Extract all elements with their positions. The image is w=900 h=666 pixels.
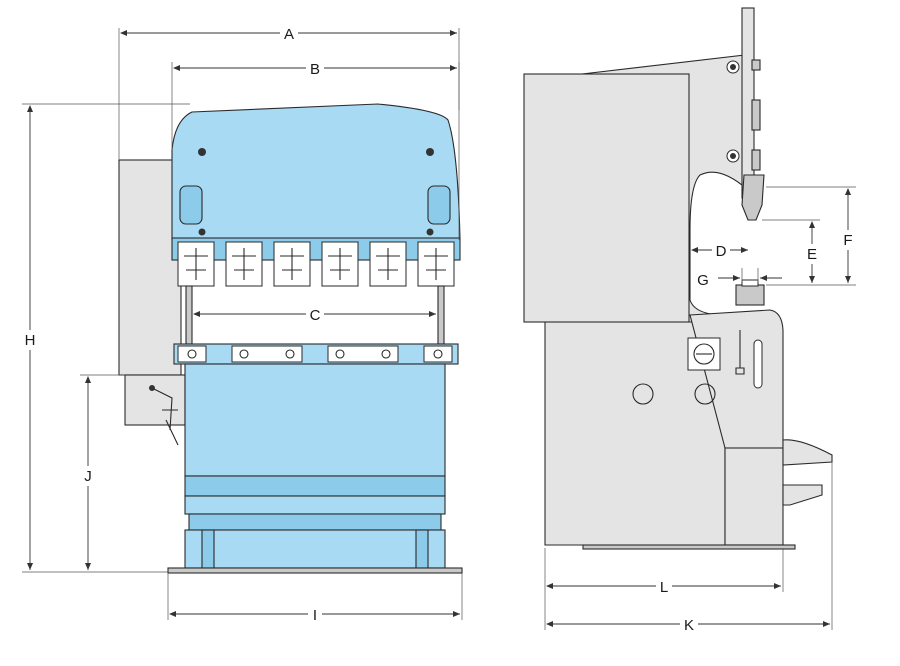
upper-tool-clamps	[177, 241, 455, 287]
leg-right	[415, 529, 429, 569]
dim-label-c: C	[310, 307, 321, 324]
access-port	[694, 383, 716, 405]
upper-tool	[741, 174, 765, 221]
pedal-lever	[782, 484, 823, 506]
lower-die	[735, 284, 765, 306]
dim-label-l: L	[660, 579, 668, 596]
crank-handle	[753, 339, 763, 389]
dim-label-f: F	[843, 232, 852, 249]
ram-bracket	[751, 99, 761, 131]
rear-housing	[724, 447, 784, 546]
dim-label-e: E	[807, 246, 817, 263]
dim-label-a: A	[284, 26, 294, 43]
beam-handle-right	[427, 185, 451, 225]
beam-bolt	[198, 228, 206, 236]
lever-knob	[149, 385, 155, 391]
control-dial	[693, 343, 715, 365]
dim-label-g: G	[697, 272, 709, 289]
tool-clamp	[321, 241, 359, 287]
beam-bolt	[426, 228, 434, 236]
side-housing-lower	[124, 374, 186, 426]
tool-clamp	[417, 241, 455, 287]
lower-frame-plate	[184, 495, 446, 515]
crossbar	[188, 513, 442, 531]
dim-label-k: K	[684, 617, 694, 634]
lower-frame-bottom	[184, 529, 446, 569]
access-port	[632, 383, 654, 405]
leg-left	[201, 529, 215, 569]
tool-clamp	[273, 241, 311, 287]
foot-pedal	[782, 439, 833, 466]
dim-label-h: H	[25, 332, 36, 349]
beam-bolt	[426, 148, 434, 156]
tool-clamp	[225, 241, 263, 287]
upper-beam	[171, 103, 461, 241]
tool-clamp	[177, 241, 215, 287]
side-housing	[118, 159, 182, 376]
ram-bracket	[751, 149, 761, 171]
side-base-plate	[582, 544, 796, 550]
side-lever	[151, 387, 179, 446]
handle-lever	[735, 330, 745, 375]
dim-label-d: D	[716, 243, 727, 260]
front-cover	[523, 73, 690, 323]
tool-clamp	[369, 241, 407, 287]
dim-label-i: I	[313, 607, 317, 624]
front-view	[118, 103, 463, 574]
lower-die-rail	[173, 343, 459, 365]
beam-bolt	[198, 148, 206, 156]
lower-die-blocks	[177, 345, 453, 363]
dim-label-b: B	[310, 61, 320, 78]
ram-bracket	[751, 59, 761, 71]
front-dimensions: A B C H J I	[21, 24, 463, 624]
guide-post-right	[437, 285, 445, 345]
upper-beam-base	[171, 237, 461, 261]
lower-frame-band	[184, 475, 446, 497]
guide-post-left	[185, 285, 193, 345]
beam-handle-left	[179, 185, 203, 225]
side-dimensions: D E F G L K	[544, 186, 857, 634]
side-view	[523, 7, 833, 550]
lower-die-top	[741, 279, 759, 287]
dim-label-j: J	[84, 468, 92, 485]
lower-frame	[184, 363, 446, 477]
base-plate	[167, 567, 463, 574]
